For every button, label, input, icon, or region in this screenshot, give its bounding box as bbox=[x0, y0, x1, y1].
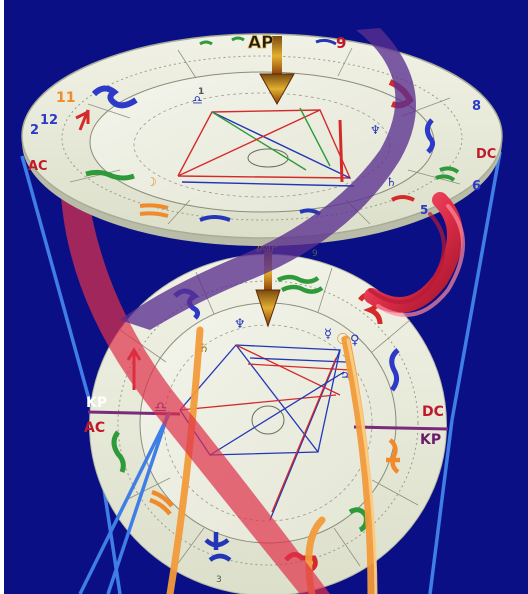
sign-capricorn-icon bbox=[75, 109, 90, 131]
planet-libra-node-icon: ♎ bbox=[192, 93, 203, 107]
upper-inner-circle bbox=[89, 71, 435, 213]
upper-house-6: 6 bbox=[472, 179, 481, 194]
upper-house-12: 12 bbox=[40, 113, 58, 128]
upper-chart-wheel: 9 11 12 2 8 6 5 1 ♎ ♆ ☽ ♄ AC DC AP bbox=[21, 33, 503, 246]
sign-cancer-icon bbox=[389, 348, 400, 392]
upper-aspect-lines bbox=[177, 107, 355, 187]
sign-aquarius-icon bbox=[276, 274, 324, 294]
projection-edges bbox=[20, 151, 502, 594]
lower-dc-line bbox=[353, 425, 449, 431]
sign-aries-icon bbox=[149, 489, 174, 516]
lower-zodiac-ring bbox=[117, 280, 419, 566]
planet-jupiter-icon: ♃ bbox=[340, 369, 352, 384]
purple-ribbon bbox=[120, 28, 416, 330]
upper-house-9: 9 bbox=[336, 34, 346, 52]
orange-ribbons bbox=[166, 326, 378, 594]
sign-aries-icon bbox=[199, 215, 231, 222]
sign-sagittarius-icon bbox=[91, 85, 138, 109]
sign-virgo-icon bbox=[390, 195, 415, 202]
lower-left-connectors bbox=[78, 411, 172, 594]
upper-house-2: 2 bbox=[30, 123, 39, 138]
lower-house-number-9: 9 bbox=[312, 249, 318, 259]
upper-planet-glyphs: ♎ ♆ ☽ ♄ bbox=[146, 93, 397, 189]
planet-saturn-icon: ♄ bbox=[198, 341, 210, 356]
planet-mercury-icon: ☿ bbox=[324, 327, 332, 342]
sign-taurus-icon bbox=[111, 430, 126, 473]
upper-ap-label: AP bbox=[248, 33, 274, 53]
upper-house-8: 8 bbox=[472, 99, 481, 114]
upper-zodiac-ring bbox=[61, 55, 463, 221]
planet-venus-icon: ♀ bbox=[350, 333, 360, 348]
lower-dc-label: DC bbox=[422, 404, 444, 420]
upper-ap-arrow: AP bbox=[248, 33, 295, 106]
sign-leo-icon bbox=[386, 438, 400, 474]
red-ribbon-coil bbox=[364, 192, 465, 317]
upper-house-5: 5 bbox=[420, 203, 428, 217]
lower-house-number-3: 3 bbox=[216, 575, 222, 585]
sign-pisces-icon bbox=[139, 203, 169, 218]
sign-pisces-icon bbox=[204, 532, 232, 562]
sign-taurus-icon bbox=[315, 38, 337, 46]
planet-moon-icon: ☽ bbox=[146, 175, 157, 189]
upper-house-numbers: 9 11 12 2 8 6 5 1 bbox=[30, 34, 481, 217]
upper-house-1: 1 bbox=[198, 87, 204, 97]
lower-ac-label: AC bbox=[84, 420, 105, 436]
sign-gemini-icon bbox=[199, 36, 245, 46]
upper-house-11: 11 bbox=[56, 90, 75, 106]
upper-ac-label: AC bbox=[28, 159, 48, 174]
planet-neptune-icon: ♆ bbox=[234, 317, 246, 332]
lower-kp-left-label: KP bbox=[86, 395, 107, 411]
sign-cancer-icon bbox=[424, 118, 436, 154]
lower-kp-right-label: KP bbox=[420, 432, 441, 448]
planet-saturn-icon: ♄ bbox=[386, 175, 397, 189]
upper-center-circle bbox=[247, 148, 289, 168]
sign-aquarius-icon bbox=[85, 169, 135, 181]
sign-leo-icon bbox=[435, 166, 460, 182]
planet-neptune-icon: ♆ bbox=[370, 123, 381, 137]
upper-dc-label: DC bbox=[476, 147, 496, 162]
lower-center-circle bbox=[251, 405, 285, 435]
